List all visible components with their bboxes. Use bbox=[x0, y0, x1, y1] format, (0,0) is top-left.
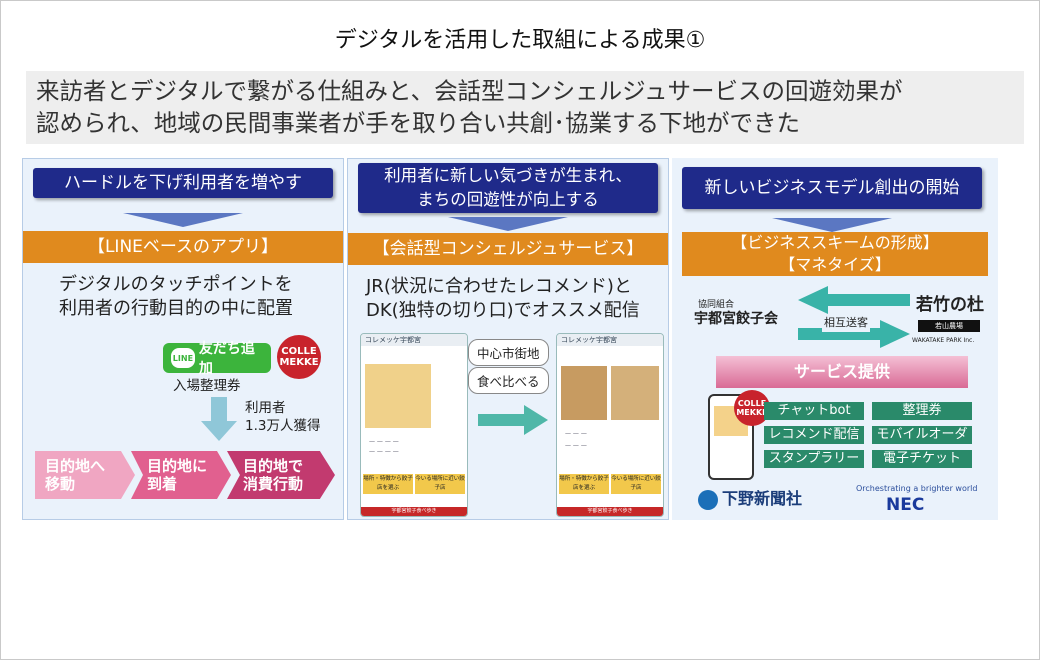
dumpling-photo bbox=[561, 366, 607, 420]
step-move: 目的地へ移動 bbox=[35, 451, 135, 499]
summary-line-2: 認められ、地域の民間事業者が手を取り合い共創･協業する下地ができた bbox=[36, 109, 800, 137]
panel2-label: 【会話型コンシェルジュサービス】 bbox=[348, 233, 668, 265]
panel3-label: 【ビジネススキームの形成】 【マネタイズ】 bbox=[682, 232, 988, 276]
step-consume-line1: 目的地で bbox=[243, 457, 304, 475]
panel1-text-1: デジタルのタッチポイントを bbox=[59, 274, 293, 295]
dumpling-photo bbox=[611, 366, 659, 420]
phone-button-row: 場所・特徴から餃子店を選ぶ 今いる場所に近い餃子店 bbox=[361, 474, 467, 494]
service-recommend: レコメンド配信 bbox=[764, 426, 864, 444]
phone-chat-line: — — — — bbox=[369, 448, 399, 455]
panel3-label-line1: 【ビジネススキームの形成】 bbox=[731, 233, 939, 252]
panel-business-model: 新しいビジネスモデル創出の開始 【ビジネススキームの形成】 【マネタイズ】 協同… bbox=[672, 158, 998, 520]
right-arrow-icon bbox=[478, 405, 548, 435]
phone-title: コレメッケ宇都宮 bbox=[361, 334, 467, 346]
panel2-header-line2: まちの回遊性が向上する bbox=[417, 190, 599, 209]
step-move-line2: 移動 bbox=[45, 475, 76, 493]
phone-chat-line: — — — — bbox=[369, 438, 399, 445]
step-consume-line2: 消費行動 bbox=[243, 475, 304, 493]
phone-screen-food: コレメッケ宇都宮 — — — — — — 場所・特徴から餃子店を選ぶ 今いる場所… bbox=[556, 333, 664, 517]
panel1-header: ハードルを下げ利用者を増やす bbox=[33, 168, 333, 198]
line-add-friend-button: LINE 友だち追加 bbox=[163, 341, 271, 377]
users-count: 1.3万人獲得 bbox=[245, 418, 321, 434]
line-add-friend-label: 友だち追加 bbox=[198, 341, 255, 377]
bubble-compare: 食べ比べる bbox=[468, 367, 549, 394]
panel2-text-2: DK(独特の切り口)でオススメ配信 bbox=[366, 300, 640, 321]
step-consume: 目的地で消費行動 bbox=[227, 451, 335, 499]
phone-button-2: 今いる場所に近い餃子店 bbox=[611, 474, 661, 494]
down-arrow-icon bbox=[201, 397, 237, 441]
partner-right-plate: 若山農場 bbox=[918, 320, 980, 332]
panel3-label-line2: 【マネタイズ】 bbox=[779, 255, 891, 274]
summary-box: 来訪者とデジタルで繋がる仕組みと、会話型コンシェルジュサービスの回遊効果が 認め… bbox=[26, 71, 1024, 144]
panel3-header: 新しいビジネスモデル創出の開始 bbox=[682, 167, 982, 209]
slide-title: デジタルを活用した取組による成果① bbox=[334, 28, 706, 53]
service-chatbot: チャットbot bbox=[764, 402, 864, 420]
panel-concierge: 利用者に新しい気づきが生まれ、 まちの回遊性が向上する 【会話型コンシェルジュサ… bbox=[347, 158, 669, 520]
service-stamp-rally: スタンプラリー bbox=[764, 450, 864, 468]
step-arrive-line2: 到着 bbox=[147, 475, 178, 493]
panel2-header: 利用者に新しい気づきが生まれ、 まちの回遊性が向上する bbox=[358, 163, 658, 213]
partner-right-sub: WAKATAKE PARK Inc. bbox=[912, 337, 975, 344]
panel2-text-1: JR(状況に合わせたレコメンド)と bbox=[366, 276, 632, 297]
shimotsuke-logo-icon bbox=[698, 490, 718, 510]
phone-chat-line: — — — bbox=[565, 430, 587, 437]
phone-footer: 宇都宮餃子食べ歩き bbox=[557, 507, 663, 516]
phone-button-1: 場所・特徴から餃子店を選ぶ bbox=[559, 474, 609, 494]
phone-button-2: 今いる場所に近い餃子店 bbox=[415, 474, 465, 494]
down-arrow-icon bbox=[448, 217, 568, 231]
nec-logo: NEC bbox=[886, 495, 925, 515]
step-arrive-line1: 目的地に bbox=[147, 457, 208, 475]
partner-left-name: 宇都宮餃子会 bbox=[694, 311, 778, 327]
panel2-header-line1: 利用者に新しい気づきが生まれ、 bbox=[384, 166, 632, 185]
phone-screen-map: コレメッケ宇都宮 — — — — — — — — 場所・特徴から餃子店を選ぶ 今… bbox=[360, 333, 468, 517]
mutual-label: 相互送客 bbox=[822, 314, 870, 332]
entry-ticket-label: 入場整理券 bbox=[173, 378, 241, 394]
service-band: サービス提供 bbox=[716, 356, 968, 388]
line-logo-icon: LINE bbox=[171, 348, 195, 368]
partner-left-small: 協同組合 bbox=[698, 300, 735, 310]
step-arrive: 目的地に到着 bbox=[131, 451, 231, 499]
partner-right-name: 若竹の杜 bbox=[916, 295, 984, 315]
phone-title: コレメッケ宇都宮 bbox=[557, 334, 663, 346]
colle-mekke-logo: COLLE MEKKE bbox=[277, 335, 321, 379]
down-arrow-icon bbox=[772, 218, 892, 232]
down-arrow-icon bbox=[123, 213, 243, 227]
phone-footer: 宇都宮餃子食べ歩き bbox=[361, 507, 467, 516]
phone-button-1: 場所・特徴から餃子店を選ぶ bbox=[363, 474, 413, 494]
service-mobile-order: モバイルオーダー bbox=[872, 426, 972, 460]
panel-line-app: ハードルを下げ利用者を増やす 【LINEベースのアプリ】 デジタルのタッチポイン… bbox=[22, 158, 344, 520]
service-ticket: 整理券 bbox=[872, 402, 972, 420]
phone-button-row: 場所・特徴から餃子店を選ぶ 今いる場所に近い餃子店 bbox=[557, 474, 663, 494]
phone-chat-line: — — — bbox=[565, 442, 587, 449]
shimotsuke-name: 下野新聞社 bbox=[722, 489, 803, 508]
service-e-ticket: 電子チケット bbox=[872, 450, 972, 468]
panel1-text-2: 利用者の行動目的の中に配置 bbox=[59, 298, 293, 319]
mutual-arrows-icon bbox=[798, 286, 910, 348]
step-move-line1: 目的地へ bbox=[45, 457, 106, 475]
panel1-label: 【LINEベースのアプリ】 bbox=[23, 231, 343, 263]
summary-line-1: 来訪者とデジタルで繋がる仕組みと、会話型コンシェルジュサービスの回遊効果が bbox=[36, 77, 903, 105]
nec-tagline: Orchestrating a brighter world bbox=[856, 484, 978, 493]
map-thumbnail bbox=[365, 364, 431, 428]
bubble-downtown: 中心市街地 bbox=[468, 339, 549, 366]
users-label: 利用者 bbox=[245, 400, 286, 416]
